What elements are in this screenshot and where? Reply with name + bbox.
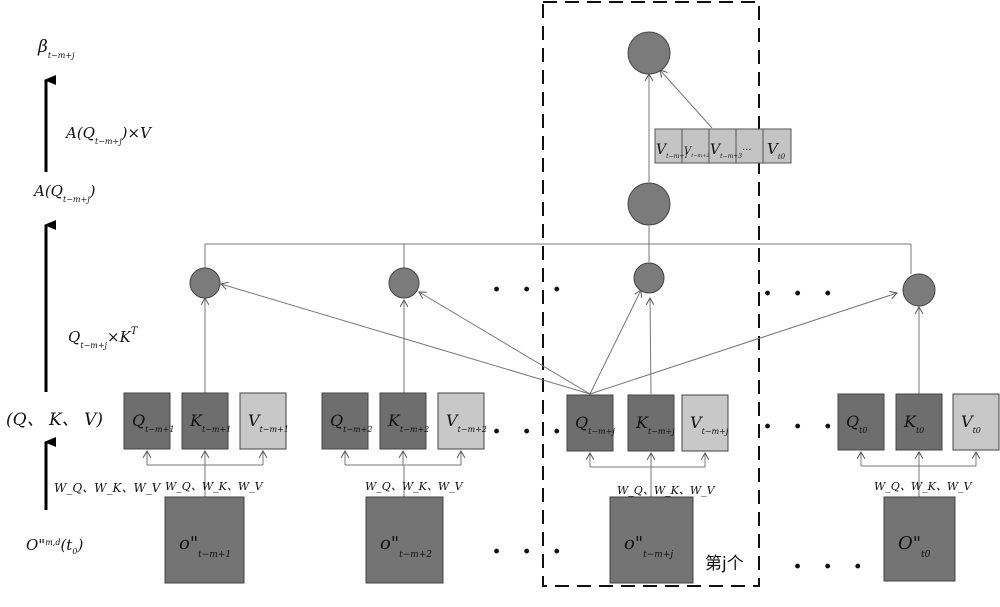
value-box — [239, 392, 287, 450]
query-box-label: Qt−m+2 — [330, 411, 372, 434]
score-node-1 — [189, 267, 221, 299]
input-box — [883, 496, 956, 582]
highlight-dashed-box — [542, 1, 760, 587]
value-vector-cell-1: Vt−m+1 — [656, 142, 688, 160]
value-box-label: Vt−m+1 — [248, 411, 289, 434]
ellipsis-input-mid: · · · — [492, 537, 567, 567]
weights-small-label: W_Q、W_K、W_V — [365, 480, 464, 493]
input-box-label: o"t−m+1 — [179, 533, 231, 560]
weights-label: W_Q、W_K、W_V — [54, 481, 162, 495]
query-box-label: Qt0 — [846, 412, 867, 435]
attention-lines — [221, 284, 897, 395]
input-label: O"m,d(t0) — [26, 536, 83, 556]
key-box-label: Kt−m+2 — [387, 411, 429, 434]
left-labels: βt−m+j A(Qt−m+j)×V A(Qt−m+j) Qt−m+j×KT (… — [6, 37, 162, 556]
k-to-node-lines — [205, 298, 919, 395]
key-box — [379, 392, 427, 450]
value-box-label: Vt0 — [961, 412, 981, 435]
ellipsis-qkv-right: · · · — [763, 412, 838, 442]
value-box-label: Vt−m+j — [690, 413, 729, 436]
input-box-label: O"t0 — [898, 533, 931, 560]
key-box-label: Kt−m+j — [635, 413, 675, 436]
value-box — [952, 393, 1000, 451]
attention-node — [627, 182, 671, 226]
score-nodes — [189, 262, 936, 307]
score-node-j — [633, 262, 665, 294]
key-box — [181, 392, 229, 450]
qk-product-label: Qt−m+j×KT — [68, 326, 139, 350]
qkv-column-1: Qt−m+1 Kt−m+1 Vt−m+1W_Q、W_K、W_V o"t−m+1 — [123, 392, 289, 584]
attention-label: A(Qt−m+j) — [32, 182, 96, 204]
input-box-label: o"t−m+2 — [380, 533, 432, 560]
qkv-column-3: Qt−m+j Kt−m+j Vt−m+jW_Q、W_K、W_V o"t−m+j — [566, 394, 729, 584]
ellipses: · · · · · · · · · · · · · · · · · · — [492, 275, 868, 582]
query-box-label: Qt−m+1 — [132, 411, 174, 434]
key-box-label: Kt−m+1 — [189, 411, 231, 434]
ellipsis-qkv-mid: · · · — [492, 417, 567, 447]
key-box-label: Kt0 — [903, 412, 924, 435]
value-vector-cell-t0: Vt0 — [767, 140, 786, 161]
qkv-label: (Q、 K、 V) — [6, 410, 103, 430]
ellipsis-nodes-mid: · · · — [492, 275, 567, 305]
weights-small-label: W_Q、W_K、W_V — [874, 480, 973, 493]
ellipsis-nodes-right: · · · — [763, 279, 838, 309]
highlight-label: 第j个 — [705, 554, 744, 574]
vvec-to-output-line — [660, 70, 713, 129]
input-box — [365, 496, 444, 584]
value-vector-cell-3: Vt−m+3 — [710, 142, 742, 160]
key-box — [895, 393, 943, 451]
value-vector: Vt−m+1 Vt−m+2 Vt−m+3 ... Vt0 — [654, 128, 792, 164]
value-box-label: Vt−m+2 — [446, 411, 487, 434]
query-box — [837, 393, 885, 451]
value-vector-cell-2: Vt−m+2 — [684, 146, 710, 159]
query-box — [123, 392, 171, 450]
input-box — [164, 496, 245, 584]
score-node-t0 — [902, 273, 936, 307]
value-box — [681, 394, 729, 452]
value-vector-cell-ellipsis: ... — [742, 142, 752, 153]
beta-label: βt−m+j — [37, 37, 75, 60]
query-box — [566, 394, 614, 452]
qkv-column-2: Qt−m+2 Kt−m+2 Vt−m+2W_Q、W_K、W_V o"t−m+2 — [321, 392, 487, 584]
input-box — [609, 496, 694, 584]
score-bus — [204, 226, 912, 274]
query-box — [321, 392, 369, 450]
input-box-label: o"t−m+j — [624, 533, 673, 560]
query-box-label: Qt−m+j — [575, 413, 615, 436]
key-box — [627, 394, 675, 452]
weights-small-label: W_Q、W_K、W_V — [165, 480, 264, 493]
score-node-2 — [388, 267, 420, 299]
attention-times-v-label: A(Qt−m+j)×V — [64, 124, 153, 146]
value-box — [437, 392, 485, 450]
output-node — [627, 31, 671, 75]
ellipsis-input-right: · · · — [793, 552, 868, 582]
weights-small-label: W_Q、W_K、W_V — [617, 484, 716, 497]
